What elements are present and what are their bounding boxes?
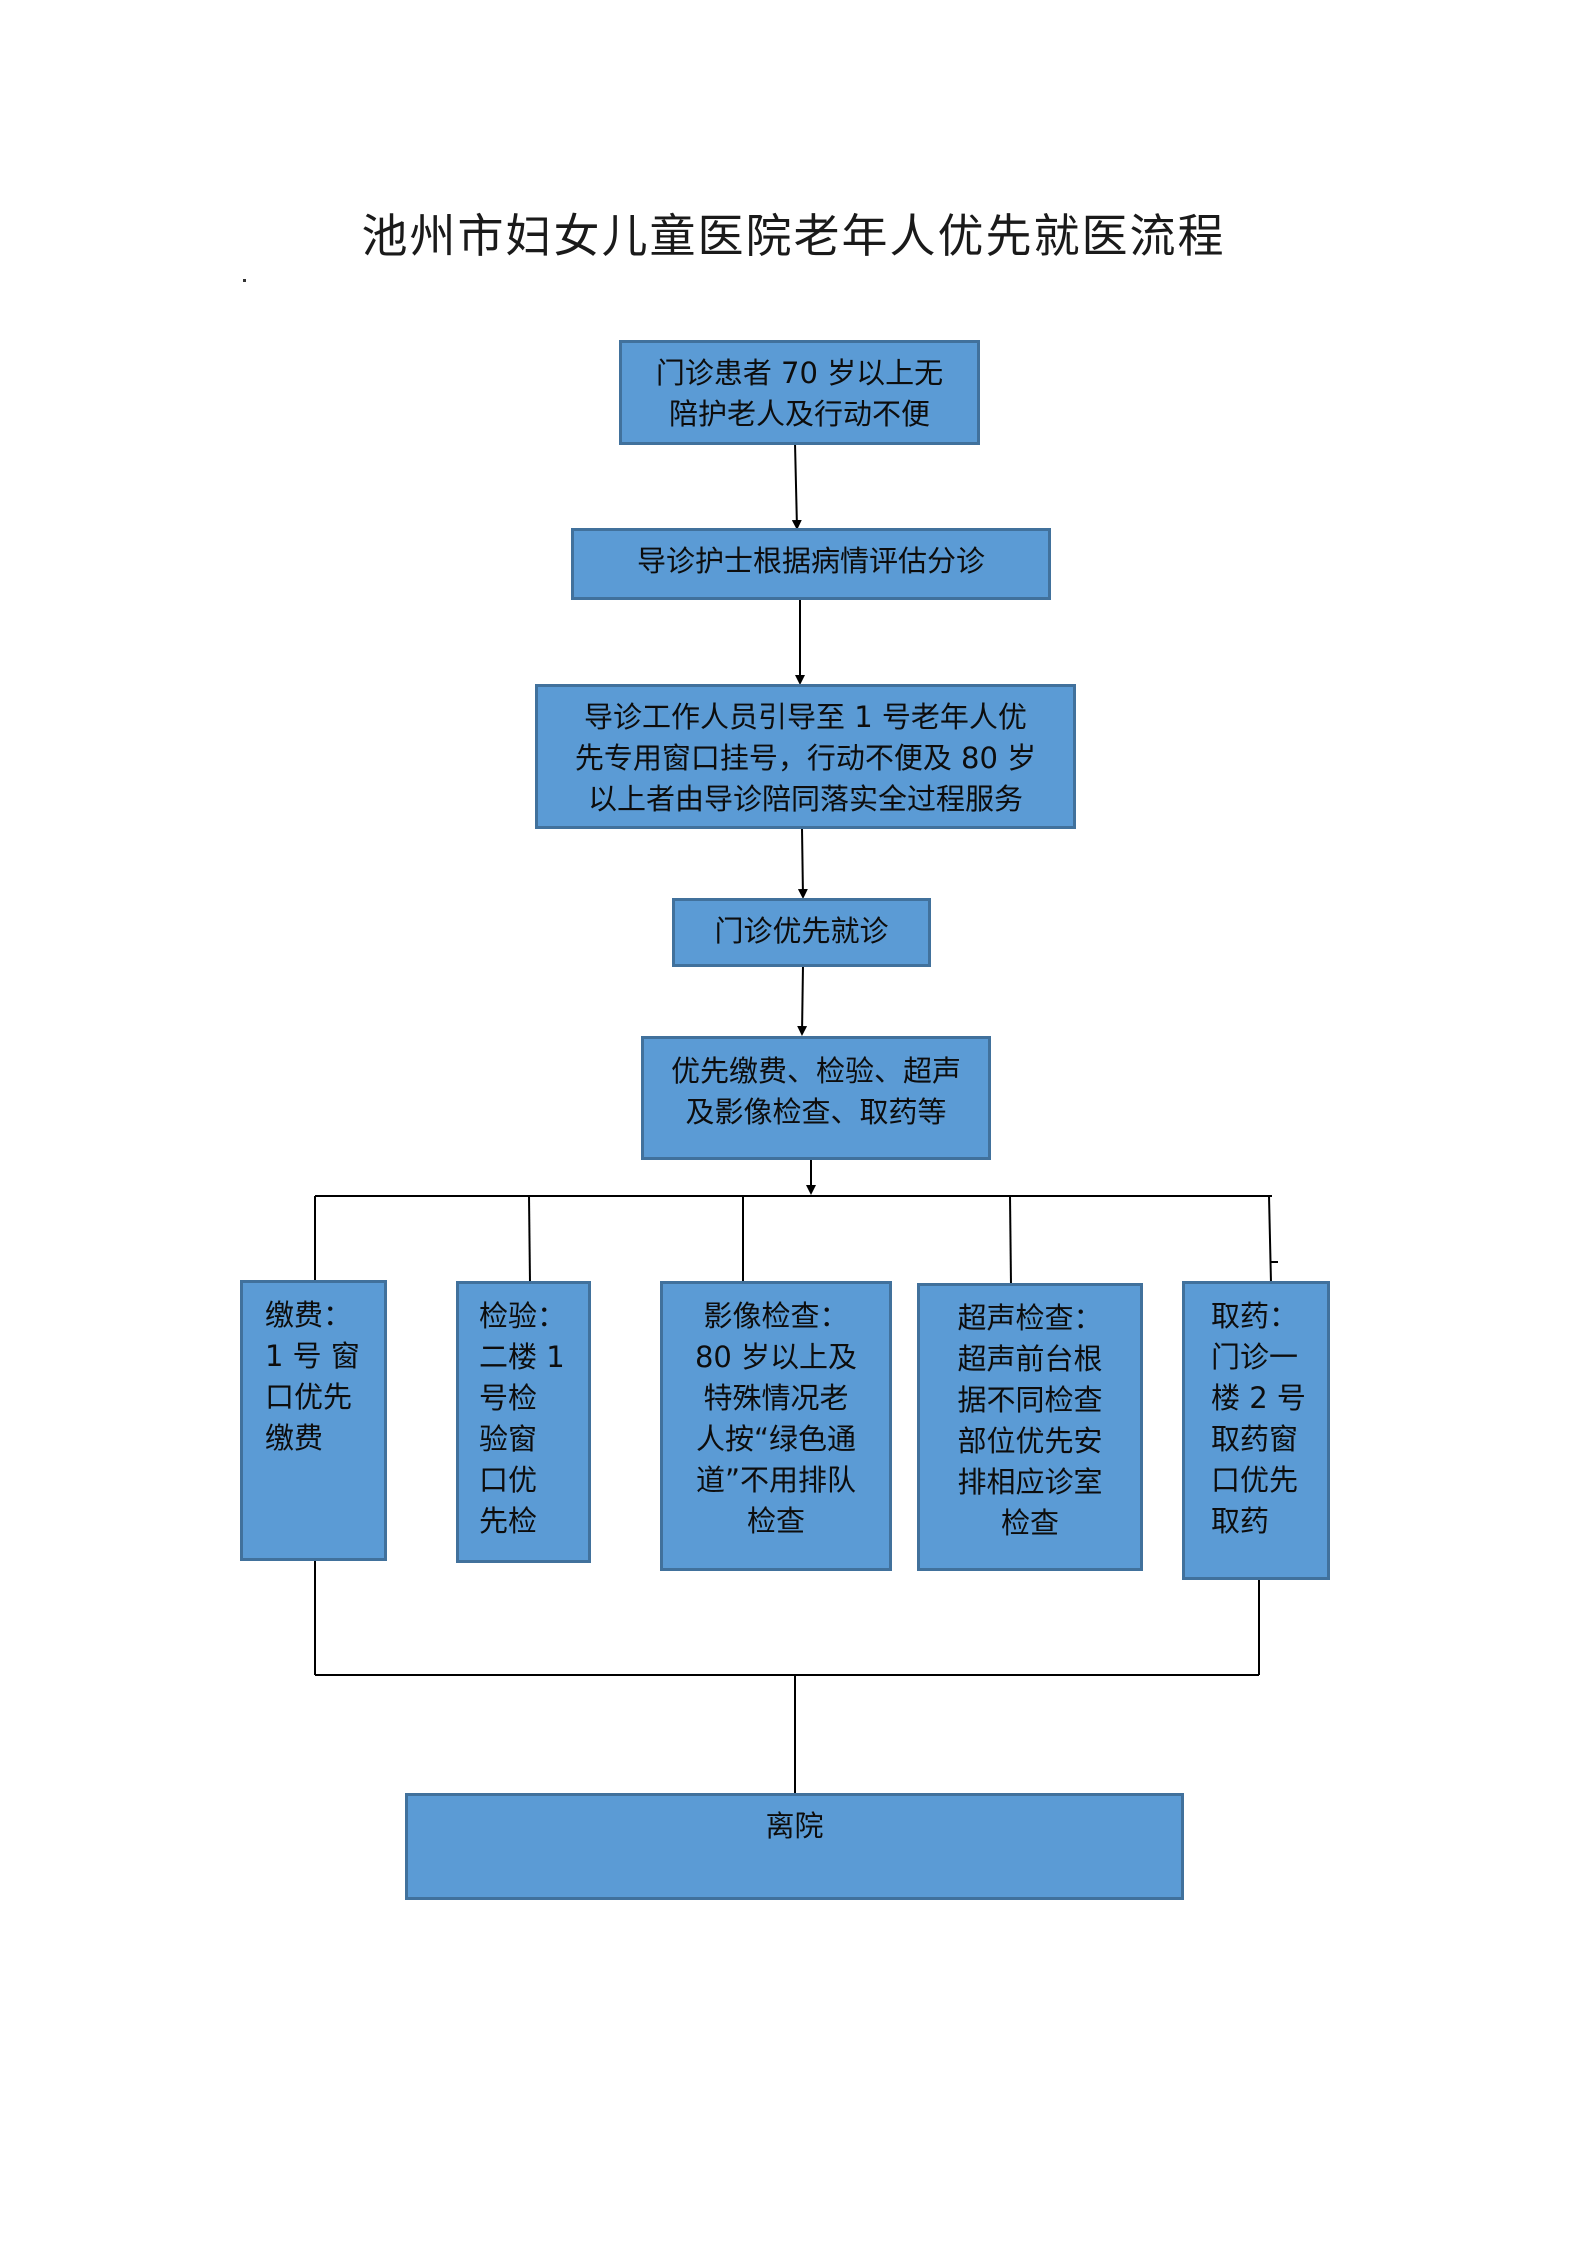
box-text-line: 以上者由导诊陪同落实全过程服务 (587, 782, 1023, 816)
box-lab-test: 检验： 二楼 1 号检验窗口优先检 (456, 1281, 591, 1563)
box-text-line: 部位优先安 (957, 1424, 1103, 1458)
box-text-line: 检查 (746, 1504, 805, 1538)
box-text-line: 先专用窗口挂号，行动不便及 80 岁 (574, 741, 1037, 775)
box-priority-consultation: 门诊优先就诊 (672, 898, 931, 967)
stray-dot (243, 279, 246, 282)
box-triage-nurse: 导诊护士根据病情评估分诊 (571, 528, 1051, 600)
box-text-line: 缴费 (265, 1421, 324, 1455)
box-text-line: 取药窗 (1211, 1422, 1299, 1456)
box-text-line: 先检 (479, 1504, 538, 1538)
box-text-line: 陪护老人及行动不便 (668, 397, 930, 431)
box-text-line: 口优 (479, 1463, 538, 1497)
box-text-line: 道”不用排队 (695, 1463, 857, 1497)
box-text-line: 取药： (1211, 1299, 1299, 1333)
box-text-line: 排相应诊室 (957, 1465, 1103, 1499)
box-text-line: 口优先 (1211, 1463, 1299, 1497)
box-text-line: 超声前台根 (957, 1342, 1103, 1376)
branch-drop-ultrasound (1009, 1195, 1012, 1286)
box-leave-hospital: 离院 (405, 1793, 1184, 1900)
box-pharmacy: 取药： 门诊一楼 2 号取药窗口优先取药 (1182, 1281, 1330, 1580)
box-text-line: 离院 (765, 1809, 824, 1843)
box-text-line: 验窗 (479, 1422, 538, 1456)
page-title: 池州市妇女儿童医院老年人优先就医流程 (361, 209, 1226, 263)
box-text-line: 优先缴费、检验、超声 (670, 1054, 961, 1088)
box-text-line: 超声检查： (957, 1301, 1103, 1335)
box-text-line: 影像检查： (703, 1299, 849, 1333)
box-text-line: 据不同检查 (957, 1383, 1103, 1417)
branch-drop-lab (528, 1195, 531, 1284)
box-text-line: 检验： (479, 1299, 567, 1333)
box-text-line: 人按“绿色通 (695, 1422, 857, 1456)
arrow-1-2 (791, 442, 802, 530)
box-text-line: 口优先 (265, 1380, 353, 1414)
box-text-line: 特殊情况老 (703, 1381, 849, 1415)
box-text-line: 缴费： (265, 1298, 353, 1332)
branch-drop-pharmacy (1268, 1195, 1272, 1284)
box-text-line: 号检 (479, 1381, 538, 1415)
box-text-line: 门诊一 (1211, 1340, 1299, 1374)
box-text-line: 门诊患者 70 岁以上无 (655, 356, 944, 390)
box-text-line: 导诊工作人员引导至 1 号老年人优 (584, 700, 1027, 734)
box-text-line: 80 岁以上及 (694, 1340, 858, 1374)
box-text-line: 二楼 1 (479, 1340, 565, 1374)
box-text-line: 1 号 窗 (265, 1339, 360, 1373)
box-ultrasound: 超声检查： 超声前台根据不同检查部位优先安排相应诊室检查 (917, 1283, 1143, 1571)
arrow-3-4 (797, 827, 808, 899)
box-text-line: 及影像检查、取药等 (685, 1095, 947, 1129)
box-payment: 缴费： 1 号 窗口优先缴费 (240, 1280, 387, 1561)
box-elderly-patient: 门诊患者 70 岁以上无陪护老人及行动不便 (619, 340, 980, 445)
box-text-line: 楼 2 号 (1211, 1381, 1306, 1415)
box-text-line: 检查 (1000, 1506, 1059, 1540)
box-imaging: 影像检查： 80 岁以上及特殊情况老人按“绿色通道”不用排队检查 (660, 1281, 892, 1571)
box-text-line: 取药 (1211, 1504, 1270, 1538)
box-text-line: 导诊护士根据病情评估分诊 (636, 544, 985, 578)
box-guide-registration: 导诊工作人员引导至 1 号老年人优先专用窗口挂号，行动不便及 80 岁以上者由导… (535, 684, 1076, 829)
box-priority-services: 优先缴费、检验、超声及影像检查、取药等 (641, 1036, 991, 1160)
arrow-4-5 (797, 964, 808, 1036)
box-text-line: 门诊优先就诊 (714, 914, 889, 948)
